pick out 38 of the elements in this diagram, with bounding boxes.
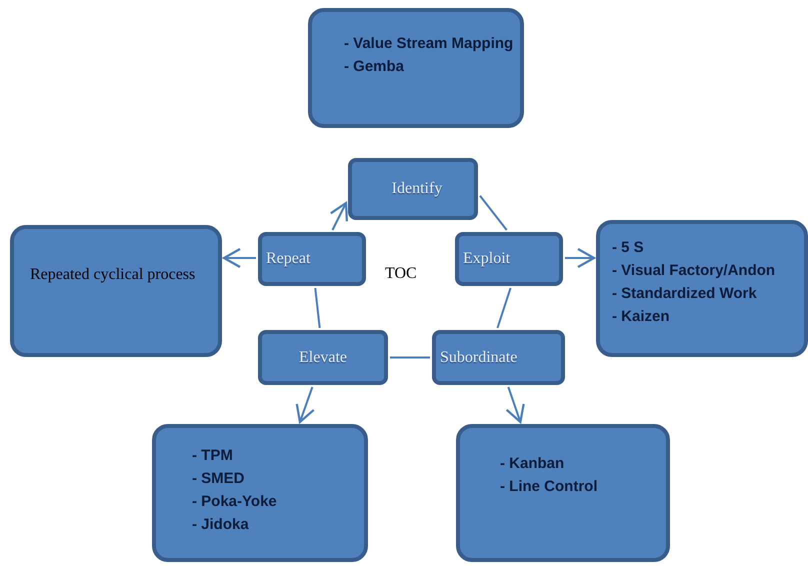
process-step-box	[258, 330, 388, 385]
arrow	[565, 248, 596, 268]
list-item: - 5 S	[612, 238, 645, 258]
list-item: - Standardized Work	[612, 284, 758, 304]
arrow	[506, 386, 525, 424]
bullet-list-box	[152, 424, 368, 562]
list-item: - Line Control	[500, 477, 598, 497]
list-item: - SMED	[192, 469, 246, 489]
list-item: - Visual Factory/Andon	[612, 261, 776, 281]
node-label: Subordinate	[440, 348, 518, 368]
node-label: Identify	[392, 179, 442, 199]
list-item: - Gemba	[344, 57, 406, 77]
process-step-box	[432, 330, 565, 385]
bullet-list-box	[456, 424, 670, 562]
list-item: - Poka-Yoke	[192, 492, 278, 512]
connector-line	[314, 288, 321, 328]
list-item: - TPM	[192, 446, 234, 466]
list-item: - Value Stream Mapping	[344, 34, 514, 54]
connector-line	[390, 356, 430, 358]
process-step-box	[348, 158, 478, 220]
node-label: Exploit	[463, 249, 512, 269]
arrow	[222, 248, 256, 268]
arrow	[330, 202, 348, 230]
connector-line	[479, 195, 508, 231]
list-item: - Jidoka	[192, 515, 250, 535]
process-step-box	[258, 232, 366, 286]
note-box	[10, 225, 222, 357]
connector-line	[496, 288, 512, 328]
bullet-list-box	[308, 8, 524, 128]
list-item: - Kaizen	[612, 307, 671, 327]
bullet-list-box	[596, 220, 808, 357]
node-label: Repeat	[266, 249, 312, 269]
node-label: Elevate	[299, 348, 347, 368]
center-label: TOC	[385, 264, 417, 284]
list-item: - Kanban	[500, 454, 566, 474]
node-label: Repeated cyclical process	[30, 265, 196, 285]
arrow	[296, 386, 315, 424]
process-step-box	[455, 232, 563, 286]
